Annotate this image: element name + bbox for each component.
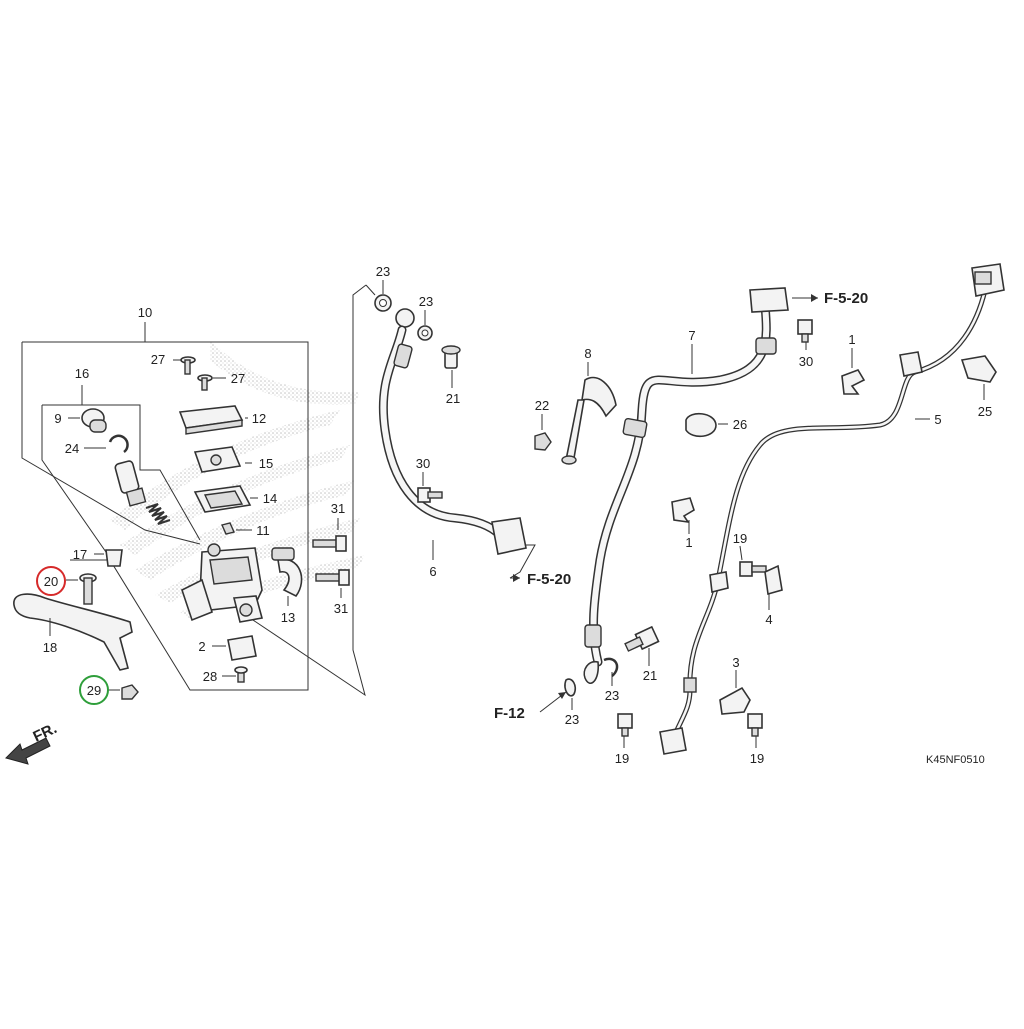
label-30a: 30 (416, 456, 430, 471)
label-21a: 21 (446, 391, 460, 406)
master-cylinder-body (181, 543, 264, 623)
ref-f-5-20-lower: F-5-20 (527, 571, 571, 588)
bolt-31b (315, 569, 350, 586)
clip-11 (221, 522, 235, 535)
ref-arrows (510, 294, 818, 713)
washer-23c (564, 678, 577, 697)
label-3: 3 (732, 655, 739, 670)
piston-spring (114, 460, 171, 525)
nut-29 (121, 684, 139, 700)
part-labels: 10 27 27 16 12 9 24 15 14 11 17 20 18 29… (43, 264, 992, 766)
brake-hose-6 (374, 294, 527, 555)
label-19a: 19 (733, 531, 747, 546)
label-25: 25 (978, 404, 992, 419)
label-31b: 31 (334, 601, 348, 616)
label-19b: 19 (615, 751, 629, 766)
label-12: 12 (252, 411, 266, 426)
label-23d: 23 (565, 712, 579, 727)
bolt-21b (624, 625, 660, 652)
brake-lever-18 (13, 593, 133, 671)
assembly-frame-10 (21, 322, 309, 691)
label-16: 16 (75, 366, 89, 381)
label-2: 2 (198, 639, 205, 654)
bracket-4 (764, 564, 783, 596)
label-15: 15 (259, 456, 273, 471)
label-9: 9 (54, 411, 61, 426)
label-22: 22 (535, 398, 549, 413)
bushing-17 (105, 549, 123, 567)
label-28: 28 (203, 669, 217, 684)
boot-9 (81, 408, 107, 433)
label-5: 5 (934, 412, 941, 427)
label-21b: 21 (643, 668, 657, 683)
label-14: 14 (263, 491, 277, 506)
clamp-26 (685, 412, 717, 438)
label-20: 20 (44, 574, 58, 589)
holder-clamp-13 (277, 558, 303, 598)
label-1a: 1 (848, 332, 855, 347)
label-24: 24 (65, 441, 79, 456)
label-18: 18 (43, 640, 57, 655)
bolt-19a (739, 561, 767, 577)
highlight-circle-red (36, 566, 66, 596)
label-23b: 23 (419, 294, 433, 309)
ref-f-5-20-upper: F-5-20 (824, 290, 868, 307)
bracket-8 (561, 376, 617, 465)
label-23a: 23 (376, 264, 390, 279)
switch-2 (227, 635, 257, 661)
sensor-wire-5 (659, 263, 1005, 755)
screw-28 (234, 666, 248, 683)
front-direction-arrow: FR. (5, 720, 60, 765)
bolt-19c (747, 713, 763, 737)
bolt-31a (312, 535, 347, 552)
label-1b: 1 (685, 535, 692, 550)
leader-lines (49, 280, 985, 748)
label-11: 11 (256, 523, 270, 538)
bolt-30a (417, 487, 443, 503)
nut-22 (534, 432, 552, 451)
bracket-3 (719, 686, 751, 715)
master-cylinder-parts (13, 356, 350, 700)
label-4: 4 (765, 612, 772, 627)
label-13: 13 (281, 610, 295, 625)
label-17: 17 (73, 547, 87, 562)
clip-1b (671, 497, 695, 524)
diagram-code: K45NF0510 (926, 754, 985, 766)
screw-27a (180, 356, 196, 375)
highlight-circle-green (79, 675, 109, 705)
label-27b: 27 (231, 371, 245, 386)
label-19c: 19 (750, 751, 764, 766)
label-29: 29 (87, 683, 101, 698)
connector-25 (960, 355, 997, 383)
clip-1a (841, 369, 866, 395)
label-10: 10 (138, 305, 152, 320)
label-31a: 31 (331, 501, 345, 516)
circlip-24 (108, 434, 129, 453)
screw-27b (197, 374, 213, 391)
label-30b: 30 (799, 354, 813, 369)
label-27a: 27 (151, 352, 165, 367)
label-6: 6 (429, 564, 436, 579)
label-8: 8 (584, 346, 591, 361)
bolt-19b (617, 713, 633, 737)
ref-f-12: F-12 (494, 705, 525, 722)
label-26: 26 (733, 417, 747, 432)
label-7: 7 (688, 328, 695, 343)
label-23c: 23 (605, 688, 619, 703)
front-direction-label: FR. (31, 720, 60, 746)
bolt-30b (797, 319, 813, 343)
pivot-bolt-20 (79, 573, 97, 605)
brake-hose-7 (583, 287, 789, 684)
banjo-bolt-21a (441, 345, 461, 369)
